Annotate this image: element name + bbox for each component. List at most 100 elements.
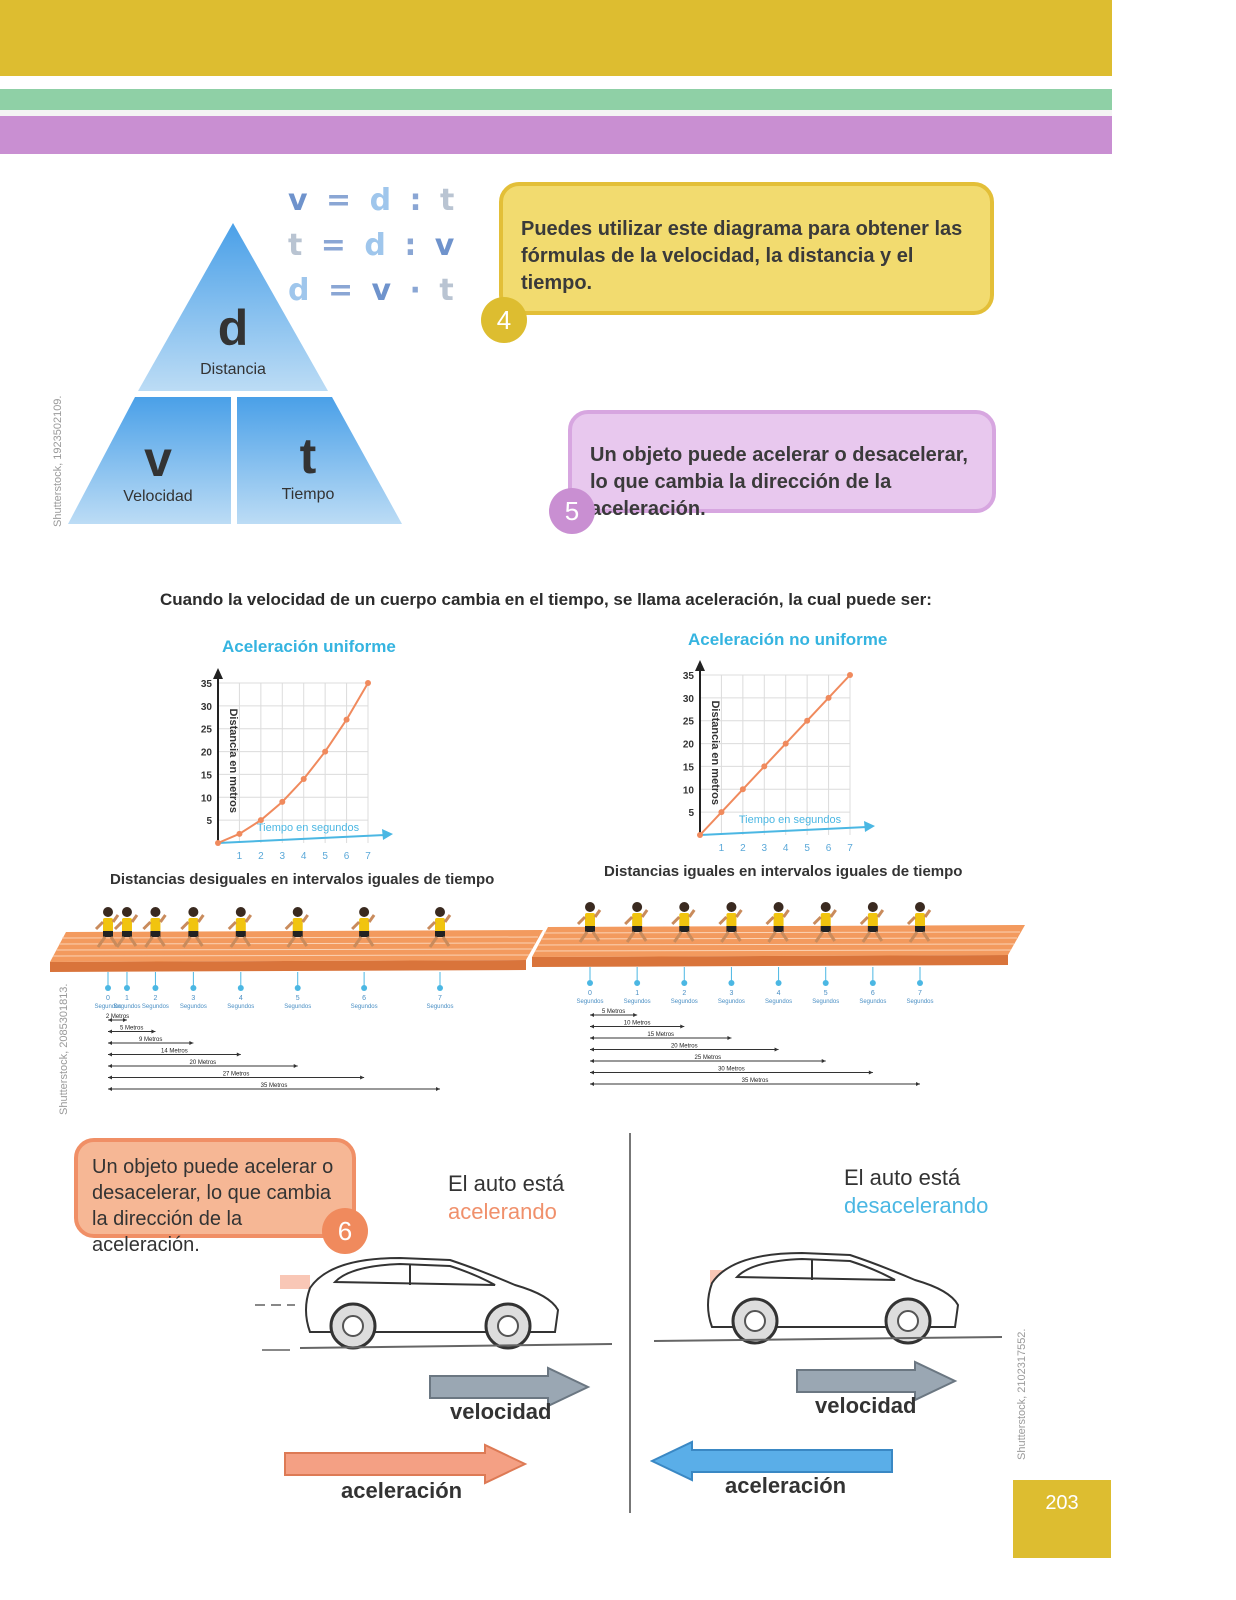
runner-arm xyxy=(284,920,294,931)
x-tick-label: 1 xyxy=(719,843,725,854)
y-tick-label: 15 xyxy=(683,762,695,773)
acceleration-label-left: aceleración xyxy=(341,1478,463,1503)
y-tick-label: 30 xyxy=(201,702,213,713)
time-tick-label: 7 xyxy=(918,990,922,997)
runner-shorts xyxy=(679,926,690,932)
caption-equal-distances: Distancias iguales en intervalos iguales… xyxy=(604,863,963,880)
arrow-shape xyxy=(650,1440,893,1482)
runner-leg xyxy=(441,936,451,947)
car-accelerating xyxy=(255,1256,613,1351)
distance-label: 9 Metros xyxy=(139,1037,162,1043)
runner-leg xyxy=(827,931,836,942)
distance-arrowhead xyxy=(590,1013,594,1017)
runner-leg xyxy=(686,931,695,942)
car-windows xyxy=(734,1257,896,1281)
track-lane-line xyxy=(540,937,1018,940)
velocity-arrow-right xyxy=(796,1360,958,1402)
runner-leg xyxy=(673,931,683,943)
distance-label: 5 Metros xyxy=(120,1026,143,1032)
time-tick-unit: Segundos xyxy=(812,999,839,1005)
runner-shirt xyxy=(435,918,445,932)
runner-arm xyxy=(906,915,917,926)
runner-shorts xyxy=(726,926,737,932)
car-wheel-hub xyxy=(342,1315,364,1337)
time-tick-unit: Segundos xyxy=(426,1004,453,1010)
time-tick-dot xyxy=(634,980,641,986)
y-tick-label: 25 xyxy=(201,725,213,736)
runner-icon xyxy=(624,902,649,943)
track-lane-line xyxy=(537,943,1015,946)
runner-leg xyxy=(578,931,589,943)
road-line xyxy=(653,1336,1003,1342)
formula-symbol: d xyxy=(288,273,314,308)
runner-icon xyxy=(765,902,790,943)
time-tick-dot xyxy=(152,985,159,991)
y-tick-label: 35 xyxy=(683,671,695,682)
distance-arrowhead xyxy=(108,1018,112,1022)
runner-shorts xyxy=(292,931,303,937)
runner-shorts xyxy=(632,926,643,932)
runner-shorts xyxy=(585,926,595,932)
track-lane-line xyxy=(534,949,1012,952)
runner-head xyxy=(726,902,737,912)
distance-label: 20 Metros xyxy=(671,1044,698,1050)
formula-triangle: d Distancia v Velocidad t Tiempo xyxy=(68,223,402,524)
runner-icon xyxy=(576,902,602,943)
runner-leg xyxy=(908,931,919,943)
data-point xyxy=(236,830,243,837)
time-tick-unit: Segundos xyxy=(94,1004,121,1010)
runner-arm xyxy=(197,914,205,923)
callout-6: Un objeto puede acelerar o desacelerar, … xyxy=(74,1138,356,1256)
runner-leg xyxy=(195,936,204,947)
runner-leg xyxy=(109,936,119,947)
time-tick-unit: Segundos xyxy=(718,999,745,1005)
time-tick-unit: Segundos xyxy=(113,1004,140,1010)
credit-triangle: Shutterstock, 1923502109. xyxy=(52,395,64,527)
runner-shirt xyxy=(292,918,303,932)
runner-arm xyxy=(624,915,634,926)
runner-arm xyxy=(688,909,696,918)
formula-distance: d = v · t xyxy=(288,273,458,308)
runner-shirt xyxy=(632,913,643,927)
callout-4-text: Puedes utilizar este diagrama para obten… xyxy=(521,218,963,294)
runner-leg xyxy=(242,936,252,947)
y-tick-label: 5 xyxy=(688,808,694,819)
runner-icon xyxy=(142,907,167,948)
distance-label: 35 Metros xyxy=(742,1078,769,1084)
runner-leg xyxy=(428,936,439,948)
runner-shirt xyxy=(150,918,161,932)
road-line xyxy=(299,1343,613,1349)
time-tick-dot xyxy=(822,980,829,986)
time-tick-label: 5 xyxy=(296,995,300,1002)
runner-leg xyxy=(128,936,138,947)
running-track-equal: 0Segundos1Segundos2Segundos3Segundos4Seg… xyxy=(532,902,1025,1086)
distance-label: 30 Metros xyxy=(718,1067,745,1073)
data-point xyxy=(804,717,811,724)
formula-operator: : xyxy=(409,183,426,218)
formula-symbol: v xyxy=(434,228,459,263)
formula-symbol: t xyxy=(439,273,458,308)
runner-arm xyxy=(130,914,139,923)
x-tick-label: 5 xyxy=(804,843,810,854)
runner-shirt xyxy=(773,913,784,927)
x-tick-label: 4 xyxy=(301,851,307,862)
time-tick-label: 7 xyxy=(438,995,442,1002)
runner-head xyxy=(188,907,199,917)
runner-leg xyxy=(874,931,884,942)
acceleration-label-right: aceleración xyxy=(725,1473,847,1498)
runner-shorts xyxy=(915,926,925,932)
runner-leg xyxy=(720,931,730,943)
distance-arrowhead xyxy=(916,1082,920,1086)
runner-icon xyxy=(180,907,205,948)
runner-shorts xyxy=(435,931,445,937)
time-tick-label: 1 xyxy=(125,995,129,1002)
time-tick-unit: Segundos xyxy=(906,999,933,1005)
runner-head xyxy=(773,902,784,912)
runner-shirt xyxy=(121,918,132,932)
runner-head xyxy=(103,907,113,917)
callout-4-number: 4 xyxy=(481,297,527,343)
series-line xyxy=(217,682,369,844)
callout-5: Un objeto puede acelerar o desacelerar, … xyxy=(568,410,996,520)
caption-unequal-distances: Distancias desiguales en intervalos igua… xyxy=(110,871,495,888)
